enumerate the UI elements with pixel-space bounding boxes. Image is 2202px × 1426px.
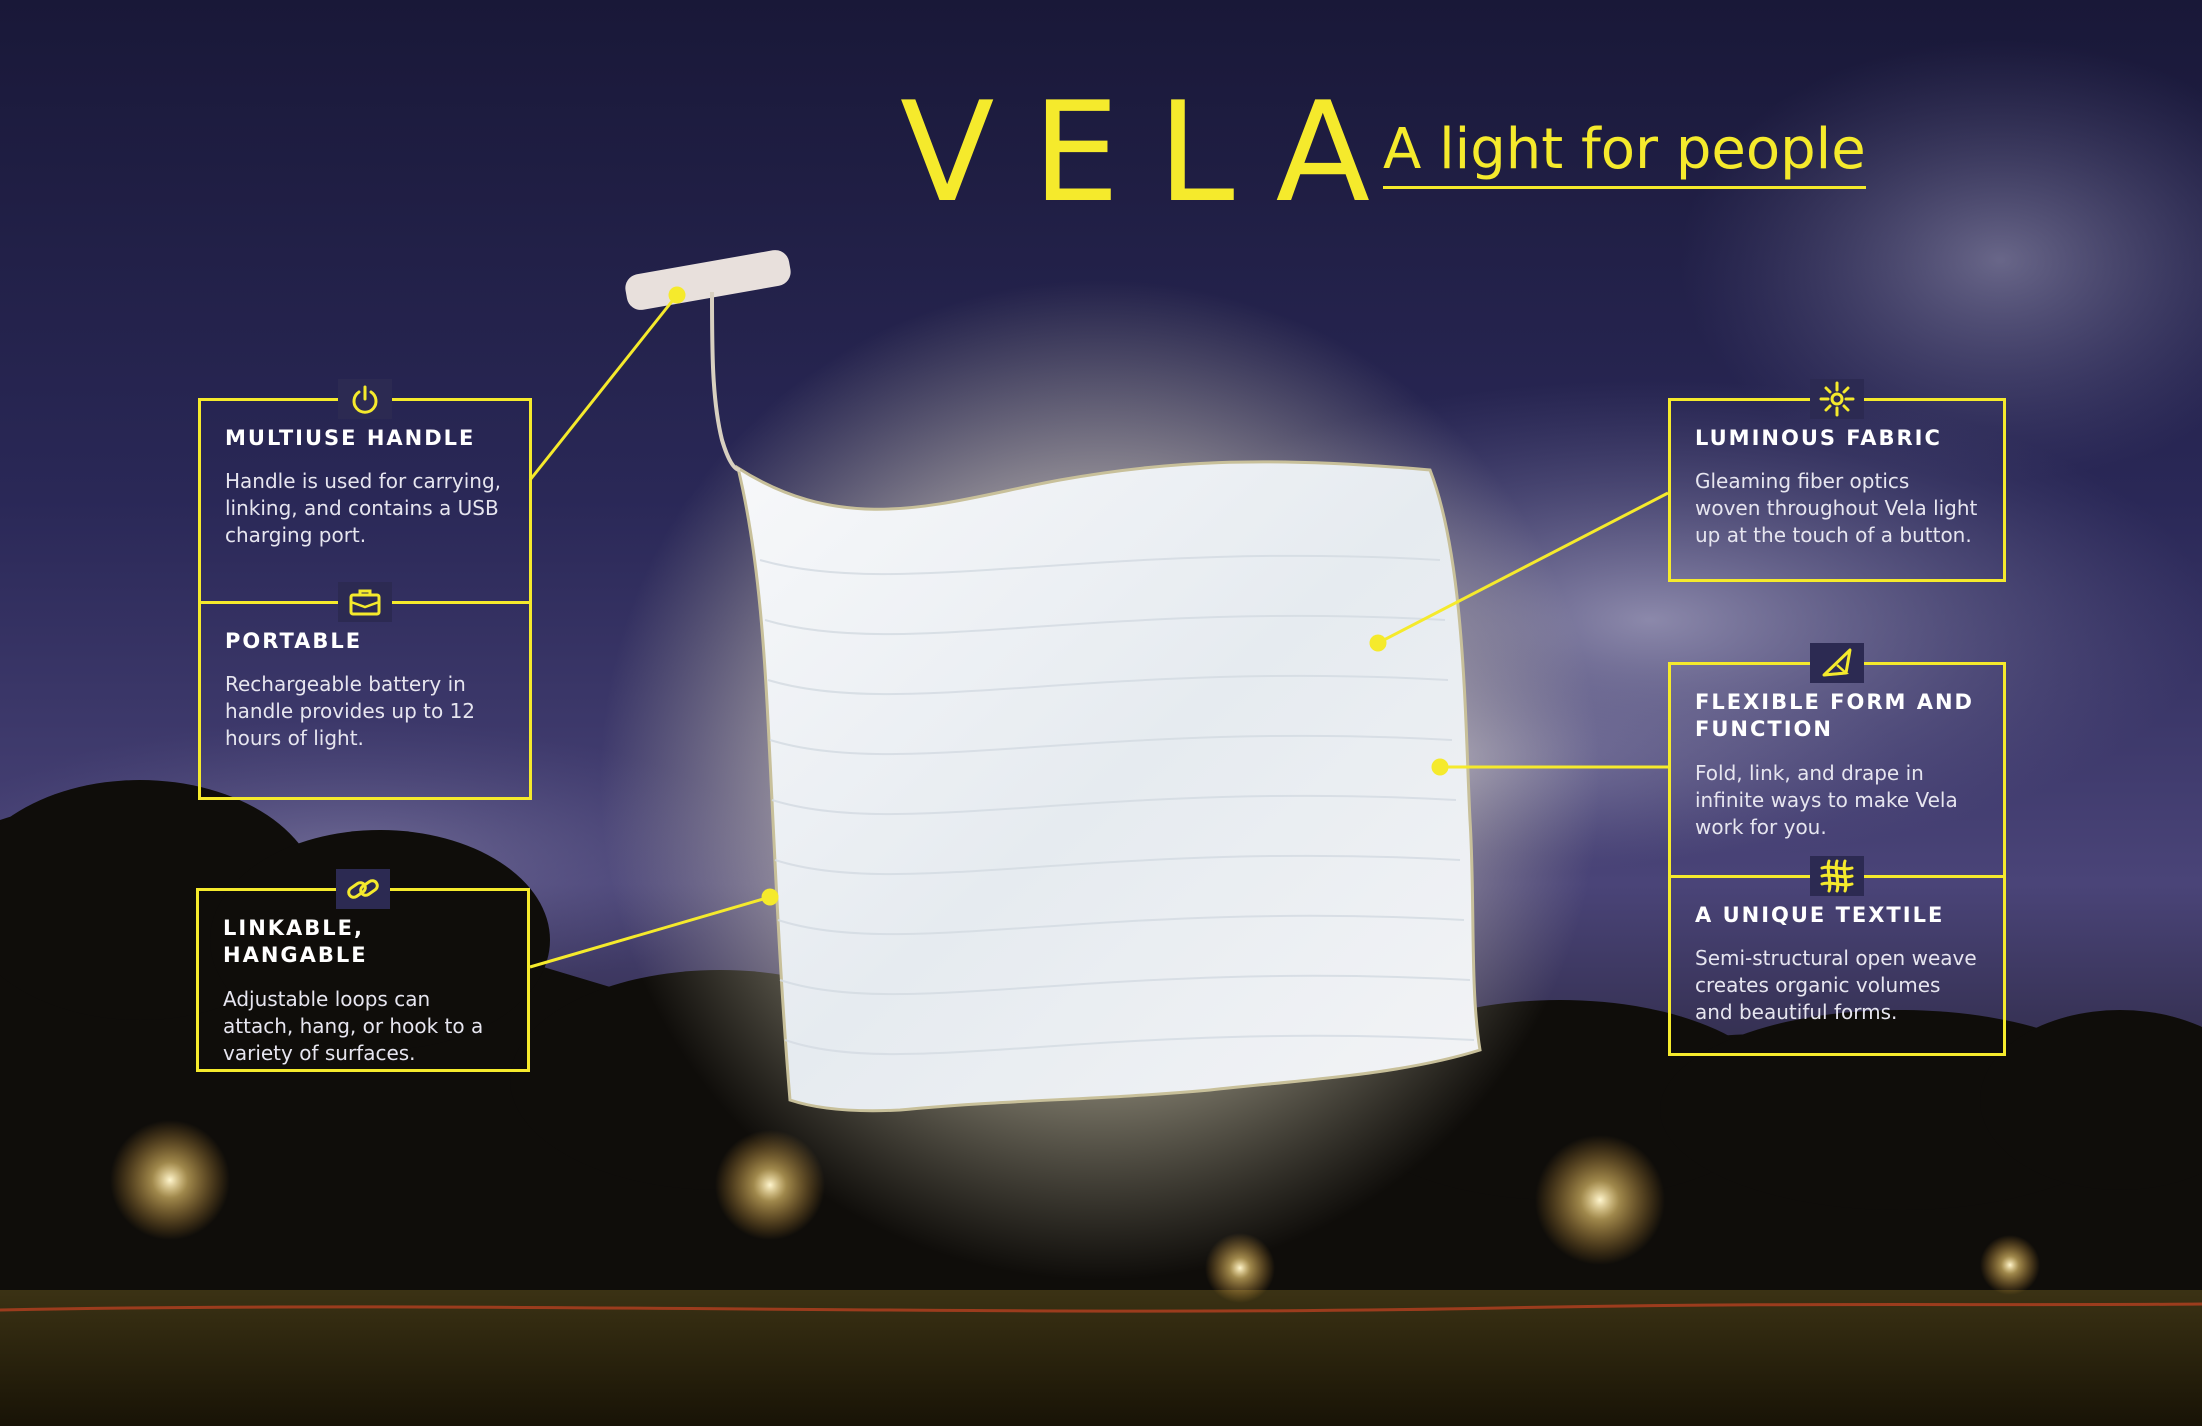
folded-plane-icon	[1810, 643, 1864, 683]
vela-fabric-lantern	[735, 460, 1482, 1113]
feature-title: A UNIQUE TEXTILE	[1695, 903, 1945, 927]
brand-title: VELA	[900, 72, 1409, 233]
tagline: A light for people	[1383, 122, 1866, 189]
callout-connectors	[528, 286, 1669, 969]
feature-luminous-fabric: LUMINOUS FABRIC Gleaming fiber optics wo…	[1671, 379, 2003, 579]
feature-flexible-form: FLEXIBLE FORM AND FUNCTION Fold, link, a…	[1671, 643, 2003, 875]
sparkle-icon	[1810, 379, 1864, 419]
feature-portable: PORTABLE Rechargeable battery in handle …	[201, 582, 529, 797]
feature-description: Adjustable loops can attach, hang, or ho…	[223, 986, 484, 1065]
power-icon	[338, 379, 392, 419]
feature-group-luminous: LUMINOUS FABRIC Gleaming fiber optics wo…	[1668, 379, 2006, 582]
feature-multiuse-handle: MULTIUSE HANDLE Handle is used for carry…	[201, 379, 529, 601]
feature-description: Semi-structural open weave creates organ…	[1695, 946, 1977, 1025]
feature-title: PORTABLE	[225, 629, 363, 653]
briefcase-icon	[338, 582, 392, 622]
feature-group-handle-portable: MULTIUSE HANDLE Handle is used for carry…	[198, 379, 532, 800]
feature-description: Fold, link, and drape in infinite ways t…	[1695, 760, 1958, 839]
feature-title: MULTIUSE HANDLE	[225, 426, 476, 450]
feature-title: LUMINOUS FABRIC	[1695, 426, 1942, 450]
feature-description: Rechargeable battery in handle provides …	[225, 672, 476, 751]
feature-unique-textile: A UNIQUE TEXTILE Semi-structural open we…	[1671, 856, 2003, 1053]
feature-title: LINKABLE, HANGABLE	[223, 916, 368, 968]
feature-group-linkable: LINKABLE, HANGABLE Adjustable loops can …	[196, 869, 530, 1072]
feature-group-flexible-textile: FLEXIBLE FORM AND FUNCTION Fold, link, a…	[1668, 643, 2006, 1056]
feature-description: Gleaming fiber optics woven throughout V…	[1695, 469, 1978, 548]
vela-handle	[625, 250, 791, 472]
feature-title: FLEXIBLE FORM AND FUNCTION	[1695, 690, 1974, 742]
weave-icon	[1810, 856, 1864, 896]
link-icon	[336, 869, 390, 909]
feature-linkable-hangable: LINKABLE, HANGABLE Adjustable loops can …	[199, 869, 527, 1069]
feature-description: Handle is used for carrying, linking, an…	[225, 469, 501, 548]
